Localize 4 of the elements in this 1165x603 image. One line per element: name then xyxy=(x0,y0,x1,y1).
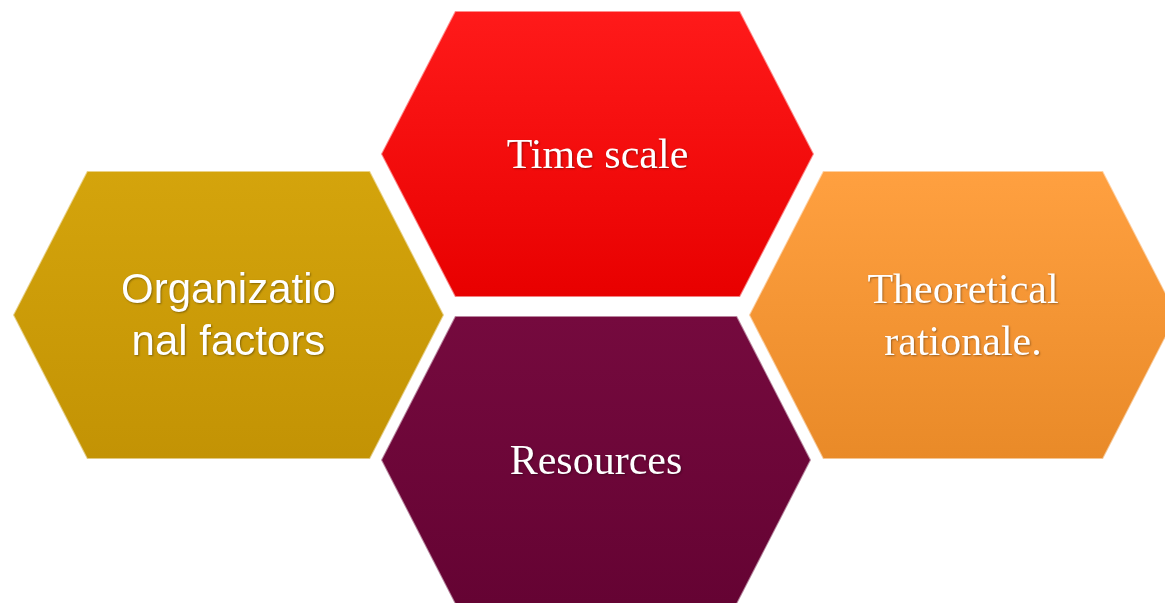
hexagon-label: Time scale xyxy=(505,129,690,179)
hexagon-label: Resources xyxy=(508,435,684,485)
hexagon-label: Theoretical rationale. xyxy=(866,264,1060,366)
hexagon-label: Organizatio nal factors xyxy=(120,263,337,366)
